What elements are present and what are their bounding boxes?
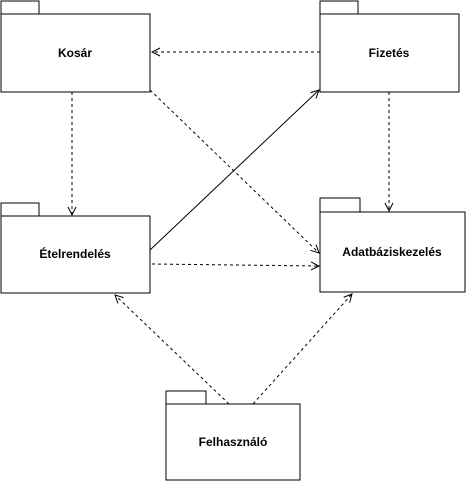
package-tab xyxy=(165,390,207,405)
package-tab xyxy=(319,197,361,213)
package-etelrendeles[interactable]: Ételrendelés xyxy=(0,202,151,294)
package-label: Adatbáziskezelés xyxy=(342,245,442,259)
package-tab xyxy=(0,202,40,217)
dependency-felhasznalo-to-adatbaziskezeles xyxy=(252,294,352,405)
package-body xyxy=(0,13,151,93)
package-label: Fizetés xyxy=(369,46,410,60)
package-label: Ételrendelés xyxy=(39,246,111,261)
package-body xyxy=(319,13,460,93)
package-body xyxy=(319,211,466,293)
package-tab xyxy=(0,0,40,15)
package-body xyxy=(165,403,301,481)
dependency-etelrendeles-to-fizetes xyxy=(149,90,319,251)
package-felhasznalo[interactable]: Felhasználó xyxy=(165,390,301,481)
package-adatbaziskezeles[interactable]: Adatbáziskezelés xyxy=(319,197,466,293)
dependency-felhasznalo-to-etelrendeles xyxy=(115,295,230,405)
package-label: Felhasználó xyxy=(199,435,268,449)
package-body xyxy=(0,215,151,294)
dependency-etelrendeles-to-adatbaziskezeles xyxy=(151,264,319,266)
package-fizetes[interactable]: Fizetés xyxy=(319,0,460,93)
package-label: Kosár xyxy=(58,46,92,60)
package-tab xyxy=(319,0,359,15)
package-kosar[interactable]: Kosár xyxy=(0,0,151,93)
